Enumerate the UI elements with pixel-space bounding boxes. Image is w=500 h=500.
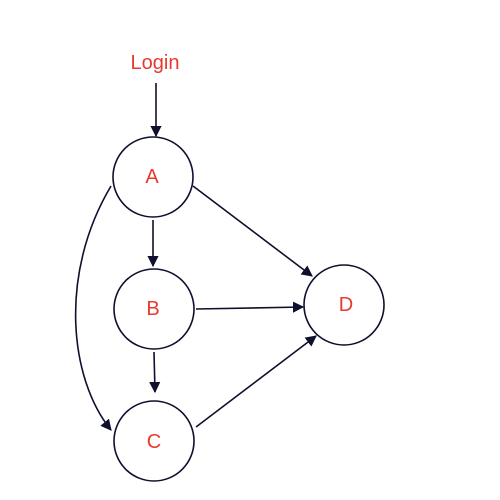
edge-c-to-d bbox=[195, 335, 317, 428]
node-d-circle bbox=[303, 264, 385, 346]
edge-b-to-d bbox=[195, 301, 305, 313]
login-label: Login bbox=[131, 52, 180, 74]
node-a: A bbox=[112, 136, 194, 218]
node-b-label: B bbox=[146, 298, 159, 320]
node-a-circle bbox=[112, 136, 194, 218]
edge-b-to-c bbox=[149, 351, 161, 394]
node-c: C bbox=[113, 400, 195, 482]
node-b: B bbox=[113, 268, 195, 350]
node-d: D bbox=[303, 264, 385, 346]
node-a-label: A bbox=[145, 166, 159, 188]
edge-a-to-d bbox=[192, 185, 313, 277]
edge-a-to-c bbox=[74, 185, 112, 431]
node-c-label: C bbox=[147, 431, 161, 453]
node-c-circle bbox=[113, 400, 195, 482]
node-b-circle bbox=[113, 268, 195, 350]
node-d-label: D bbox=[339, 294, 353, 316]
